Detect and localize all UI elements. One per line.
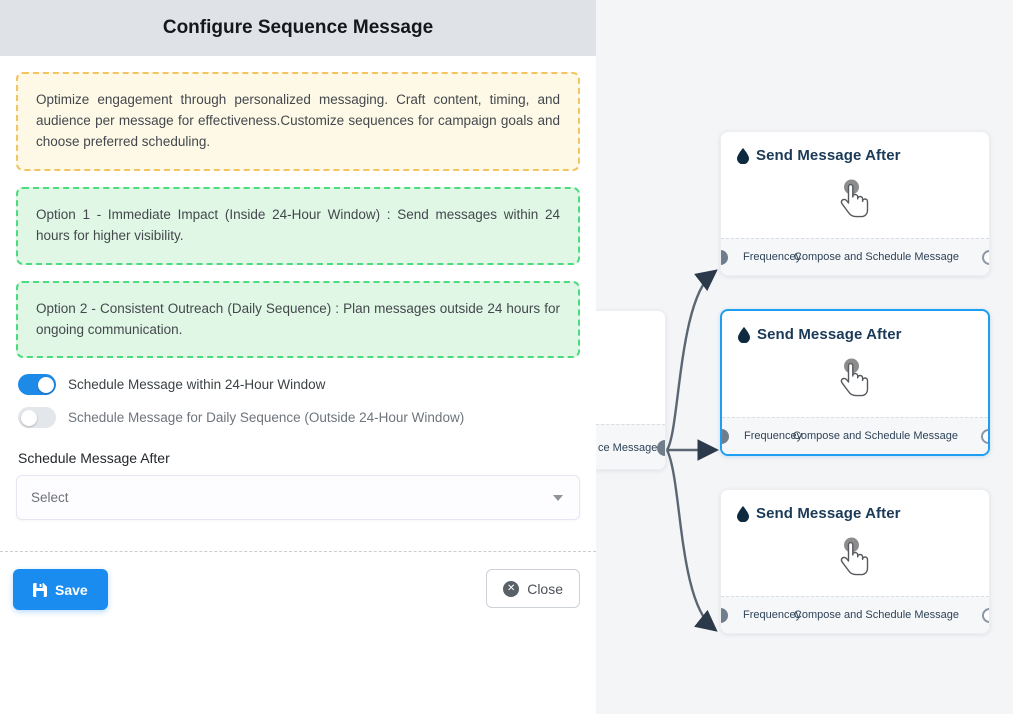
close-button[interactable]: ✕ Close <box>486 569 580 608</box>
node-output-port-1[interactable] <box>982 249 989 265</box>
node-title-row-2: Send Message After <box>722 311 988 343</box>
node-compose-label-3: Compose and Schedule Message <box>793 609 959 621</box>
node-input-port-2[interactable] <box>722 428 729 444</box>
panel-header: Configure Sequence Message <box>0 0 596 56</box>
flow-node-send-message-after-2[interactable]: Send Message After Frequencey Compose an… <box>720 309 990 456</box>
node-input-port-1[interactable] <box>721 249 728 265</box>
toggle-label-within-24h: Schedule Message within 24-Hour Window <box>68 377 326 393</box>
close-circle-icon: ✕ <box>503 580 520 597</box>
node-footer-2: Frequencey Compose and Schedule Message <box>722 417 988 454</box>
footer-divider <box>0 551 596 552</box>
node-compose-label-1: Compose and Schedule Message <box>793 251 959 263</box>
partial-node-footer: ce Message <box>596 424 665 469</box>
toggle-label-daily-sequence: Schedule Message for Daily Sequence (Out… <box>68 410 465 426</box>
schedule-after-label: Schedule Message After <box>18 450 170 467</box>
toggle-knob <box>37 376 54 393</box>
flow-node-send-message-after-3[interactable]: Send Message After Frequencey Compose an… <box>720 489 990 634</box>
partial-node-body <box>596 311 665 424</box>
water-drop-icon <box>737 147 749 164</box>
node-frequency-label-1: Frequencey <box>743 251 802 263</box>
save-button-label: Save <box>55 581 88 598</box>
tap-hand-icon <box>840 179 869 218</box>
info-note: Optimize engagement through personalized… <box>16 72 580 171</box>
schedule-after-select[interactable]: Select <box>16 475 580 521</box>
configure-sequence-panel: Configure Sequence Message Optimize enga… <box>0 0 596 714</box>
node-body-2 <box>722 343 988 417</box>
tap-hand-icon <box>840 537 869 576</box>
water-drop-icon <box>737 505 749 522</box>
chevron-down-icon <box>553 494 563 501</box>
node-title-text-2: Send Message After <box>757 326 902 343</box>
flow-node-send-message-after-1[interactable]: Send Message After Frequencey Compose an… <box>720 131 990 276</box>
option-2-note: Option 2 - Consistent Outreach (Daily Se… <box>16 280 580 359</box>
toggle-switch-daily-sequence[interactable] <box>18 407 56 429</box>
node-footer-3: Frequencey Compose and Schedule Message <box>721 596 989 633</box>
water-drop-icon <box>738 326 750 343</box>
node-title-text-3: Send Message After <box>756 505 901 522</box>
node-compose-label-2: Compose and Schedule Message <box>792 430 958 442</box>
node-output-port-2[interactable] <box>981 428 988 444</box>
tap-hand-icon <box>840 358 869 397</box>
flow-node-partial[interactable]: ce Message <box>596 310 666 470</box>
toggle-row-daily-sequence[interactable]: Schedule Message for Daily Sequence (Out… <box>16 407 580 429</box>
node-frequency-label-2: Frequencey <box>744 430 803 442</box>
node-title-row-3: Send Message After <box>721 490 989 522</box>
toggle-knob <box>20 409 37 426</box>
node-input-port-3[interactable] <box>721 607 728 623</box>
node-title-row-1: Send Message After <box>721 132 989 164</box>
partial-node-label: ce Message <box>598 441 658 454</box>
node-frequency-label-3: Frequencey <box>743 609 802 621</box>
node-footer-1: Frequencey Compose and Schedule Message <box>721 238 989 275</box>
node-title-text-1: Send Message After <box>756 147 901 164</box>
schedule-after-value: Select <box>31 490 69 506</box>
panel-body: Optimize engagement through personalized… <box>0 56 596 521</box>
toggle-row-within-24h[interactable]: Schedule Message within 24-Hour Window <box>16 374 580 396</box>
save-button[interactable]: Save <box>13 569 108 610</box>
toggle-switch-within-24h[interactable] <box>18 374 56 396</box>
close-button-label: Close <box>527 580 563 597</box>
partial-node-output-port[interactable] <box>657 439 665 456</box>
node-output-port-3[interactable] <box>982 607 989 623</box>
option-1-note: Option 1 - Immediate Impact (Inside 24-H… <box>16 186 580 265</box>
panel-footer: Save ✕ Close <box>0 551 596 714</box>
page-title: Configure Sequence Message <box>162 17 434 38</box>
save-floppy-icon <box>33 582 47 597</box>
node-body-1 <box>721 164 989 238</box>
node-body-3 <box>721 522 989 596</box>
